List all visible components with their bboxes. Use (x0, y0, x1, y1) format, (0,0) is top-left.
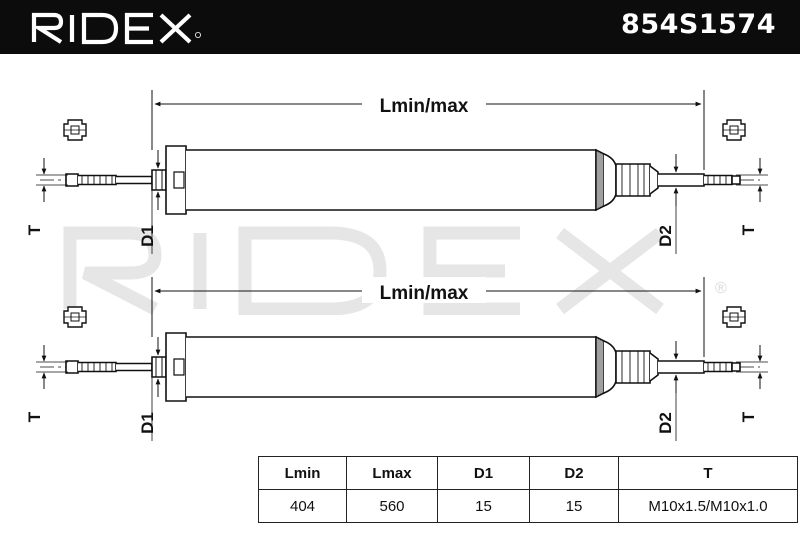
upper-view: Lmin/max T T D1 (25, 90, 768, 254)
upper-left-t-label: T (25, 224, 44, 235)
lower-view: Lmin/max T T D1 D2 (25, 277, 768, 441)
spec-header-lmin: Lmin (258, 456, 347, 490)
shock-absorber-drawing: Lmin/max T T D1 (25, 90, 768, 441)
spec-header-d2: D2 (529, 456, 619, 490)
spec-value-d2: 15 (529, 489, 619, 523)
watermark-registered-mark: ® (715, 280, 727, 297)
lower-left-t-label: T (25, 411, 44, 422)
spec-header-t: T (618, 456, 798, 490)
upper-right-nut-icon (722, 119, 746, 141)
upper-right-t-label: T (739, 224, 758, 235)
spec-table-header-row: Lmin Lmax D1 D2 T (258, 456, 798, 490)
lower-left-nut-icon (63, 306, 87, 328)
lower-d1-label: D1 (138, 412, 157, 434)
lower-d2-label: D2 (656, 412, 675, 434)
part-number: 854S1574 (621, 9, 776, 40)
spec-value-lmin: 404 (258, 489, 347, 523)
spec-table-value-row: 404 560 15 15 M10x1.5/M10x1.0 (258, 489, 798, 523)
lower-length-label: Lmin/max (380, 283, 469, 304)
lower-right-nut-icon (722, 306, 746, 328)
upper-length-label: Lmin/max (380, 96, 469, 117)
upper-d2-label: D2 (656, 225, 675, 247)
ridex-logo-graphic (31, 12, 201, 45)
upper-left-nut-icon (63, 119, 87, 141)
upper-shock-absorber (65, 145, 741, 215)
lower-shock-absorber (65, 332, 741, 402)
lower-right-t-label: T (739, 411, 758, 422)
upper-d1-label: D1 (138, 225, 157, 247)
spec-header-lmax: Lmax (346, 456, 438, 490)
ridex-logo (30, 11, 205, 45)
header-bar: 854S1574 (0, 0, 800, 54)
ridex-watermark: ® (60, 225, 740, 316)
spec-value-t: M10x1.5/M10x1.0 (618, 489, 798, 523)
technical-drawing: Lmin/max T T D1 (0, 54, 800, 454)
spec-header-d1: D1 (437, 456, 530, 490)
spec-table: Lmin Lmax D1 D2 T 404 560 15 15 M10x1.5/… (258, 456, 798, 523)
watermark-graphic: ® (63, 226, 727, 316)
spec-value-lmax: 560 (346, 489, 438, 523)
spec-value-d1: 15 (437, 489, 530, 523)
